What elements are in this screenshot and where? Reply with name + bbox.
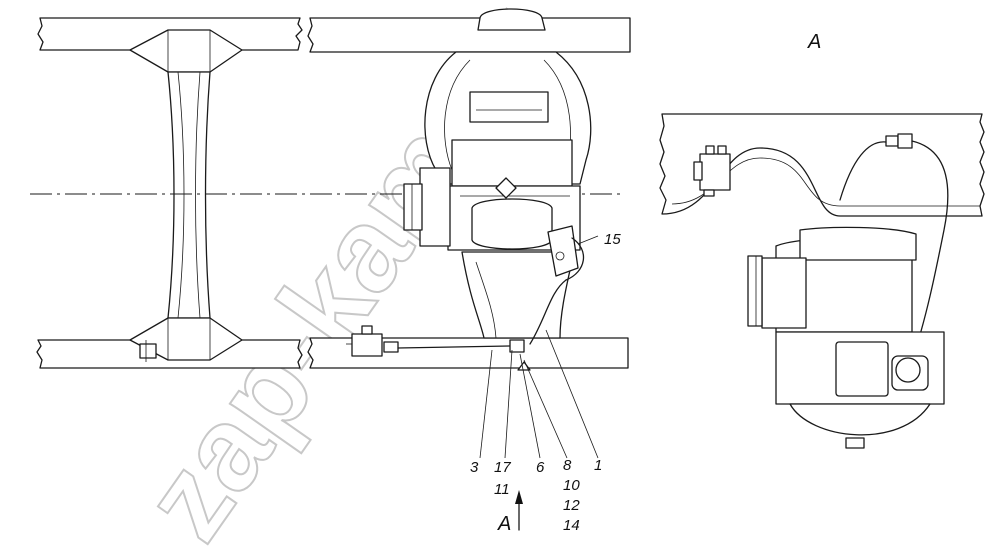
callout-8: 8 (563, 457, 572, 474)
callout-14: 14 (563, 517, 580, 534)
callout-3: 3 (470, 459, 479, 476)
callout-17: 17 (494, 459, 511, 476)
callout-15: 15 (604, 231, 621, 248)
leader-lines (479, 235, 599, 531)
callout-12: 12 (563, 497, 580, 514)
callout-6: 6 (536, 459, 545, 476)
view-a-detail (659, 113, 985, 449)
view-title: A (807, 31, 821, 53)
callout-11: 11 (494, 481, 510, 498)
brake-valve-lower (346, 325, 531, 371)
callout-10: 10 (563, 477, 580, 494)
callout-labels: 15 3 17 11 6 8 10 12 14 1 A (470, 231, 621, 535)
axle-housing (403, 8, 592, 345)
cross-member (129, 29, 243, 362)
view-arrow-label: A (497, 513, 511, 535)
callout-1: 1 (594, 457, 602, 474)
